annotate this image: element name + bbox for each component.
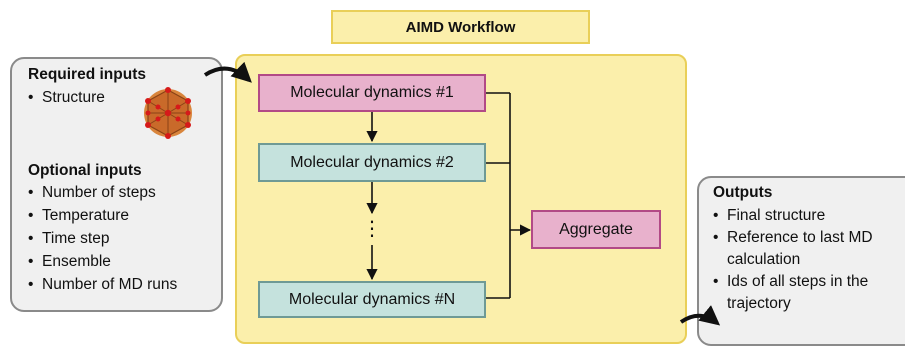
- optional-inputs-heading: Optional inputs: [28, 162, 142, 179]
- required-input-item: •Structure: [28, 89, 105, 106]
- inputs-box: Required inputs •Structure Optional inpu…: [10, 57, 223, 312]
- step-aggregate: Aggregate: [531, 210, 661, 249]
- optional-input-item: •Time step: [28, 230, 110, 247]
- optional-input-label: Temperature: [42, 207, 130, 224]
- optional-input-item: •Number of MD runs: [28, 276, 178, 293]
- step-md2: Molecular dynamics #2: [258, 143, 486, 182]
- outputs-heading: Outputs: [713, 184, 773, 201]
- step-md1: Molecular dynamics #1: [258, 74, 486, 112]
- output-item: •Final structure: [713, 207, 826, 224]
- optional-input-item: •Number of steps: [28, 184, 156, 201]
- optional-input-item: •Temperature: [28, 207, 130, 224]
- output-item: •Reference to last MD: [713, 229, 873, 246]
- output-label-continued: calculation: [727, 251, 801, 268]
- optional-input-label: Number of steps: [42, 184, 156, 201]
- ellipsis-indicator: ⋮: [362, 218, 382, 240]
- output-label: Ids of all steps in the: [727, 273, 869, 290]
- workflow-title: AIMD Workflow: [331, 10, 590, 44]
- required-inputs-heading: Required inputs: [28, 66, 146, 83]
- input-curved-arrow: [203, 61, 252, 83]
- output-curved-arrow: [679, 305, 721, 326]
- optional-input-label: Time step: [42, 230, 110, 247]
- optional-input-label: Ensemble: [42, 253, 111, 270]
- output-item: •Ids of all steps in the: [713, 273, 869, 290]
- optional-input-item: •Ensemble: [28, 253, 111, 270]
- step-mdn: Molecular dynamics #N: [258, 281, 486, 318]
- required-input-label: Structure: [42, 89, 105, 106]
- output-label: Reference to last MD: [727, 229, 873, 246]
- outputs-box: Outputs •Final structure •Reference to l…: [697, 176, 905, 346]
- optional-input-label: Number of MD runs: [42, 276, 178, 293]
- connector-lines: [203, 61, 721, 326]
- crystal-structure-icon: [144, 87, 192, 139]
- output-label-continued: trajectory: [727, 295, 791, 312]
- output-label: Final structure: [727, 207, 826, 224]
